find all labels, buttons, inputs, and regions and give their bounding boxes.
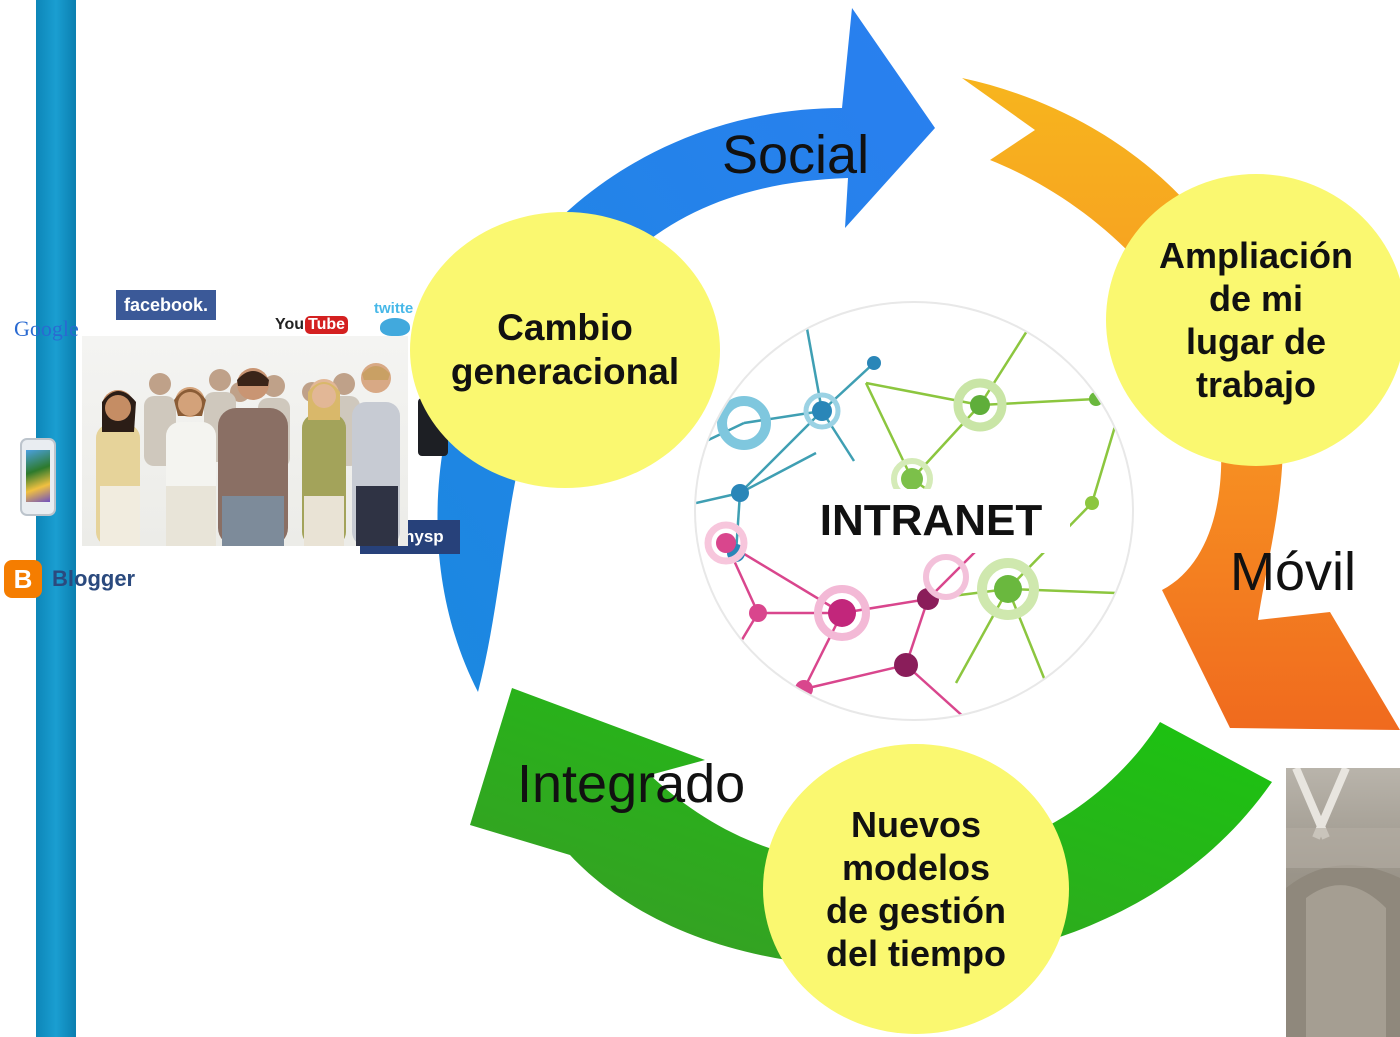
social-arrow [437, 8, 935, 692]
social-label: Social [722, 125, 870, 185]
slide-accent-bar [36, 0, 76, 1037]
bubble-nuevos-modelos: Nuevos modelos de gestión del tiempo [763, 744, 1069, 1034]
movil-label: Móvil [1230, 542, 1357, 602]
bubble-cambio-generacional: Cambio generacional [410, 212, 720, 488]
bubble-ampliacion-lugar-trabajo: Ampliación de mi lugar de trabajo [1106, 174, 1400, 466]
blogger-logo: B Blogger [4, 560, 135, 598]
blogger-icon: B [4, 560, 42, 598]
google-logo: Google [14, 316, 79, 341]
twitter-bird-icon [380, 318, 410, 336]
statue-photo [1286, 768, 1400, 1037]
intranet-label: INTRANET [792, 489, 1070, 553]
smartphone-icon [20, 438, 56, 516]
facebook-logo: facebook. [116, 290, 216, 320]
twitter-logo: twitte [374, 300, 414, 317]
integrado-label: Integrado [517, 754, 746, 814]
integrado-arrow [470, 688, 1272, 967]
group-of-people-photo [82, 336, 408, 546]
